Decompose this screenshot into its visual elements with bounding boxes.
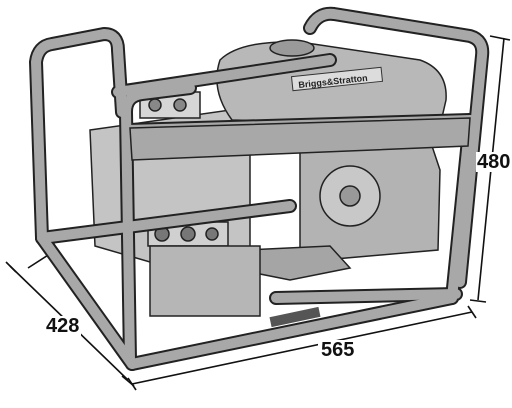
width-extension-right — [467, 305, 477, 319]
front-crossbar-panel — [129, 117, 471, 161]
tubular-frame — [29, 6, 490, 371]
foot-pad-front — [269, 306, 321, 328]
panel-socket-2 — [173, 98, 187, 112]
width-dimension-label: 565 — [318, 340, 358, 360]
outlet-2 — [180, 226, 196, 242]
fuel-cap — [269, 39, 315, 57]
side-cover — [149, 245, 261, 317]
width-extension-left — [127, 377, 137, 391]
height-dimension-label: 480 — [476, 151, 512, 173]
panel-socket-1 — [148, 98, 162, 112]
width-dimension-line — [131, 311, 473, 385]
recoil-hub — [339, 185, 361, 207]
depth-extension-left — [5, 261, 17, 273]
height-extension-top — [489, 35, 511, 41]
outlet-3 — [205, 227, 219, 241]
depth-dimension-label: 428 — [44, 315, 82, 337]
height-extension-bottom — [469, 299, 487, 303]
